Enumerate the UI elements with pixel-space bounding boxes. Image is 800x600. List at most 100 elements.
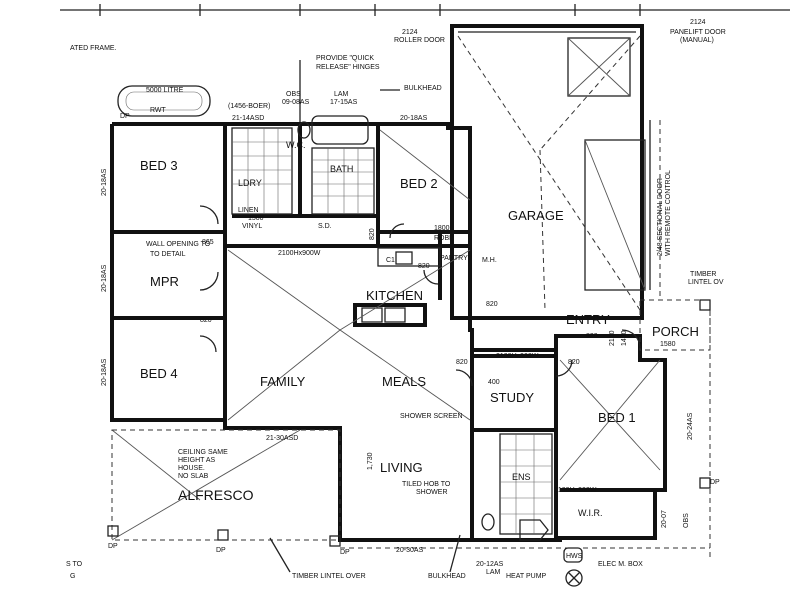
room-meals: MEALS bbox=[382, 374, 426, 389]
note-release: RELEASE" HINGES bbox=[316, 64, 380, 71]
hws-symbol bbox=[563, 547, 583, 563]
note-w2018-l1: 20-18AS bbox=[101, 168, 108, 196]
leader-timber-lintel bbox=[269, 537, 291, 573]
note-sectional: 2/48 SECTIONAL DOOR bbox=[657, 178, 664, 256]
roof-hip-lines bbox=[227, 129, 661, 481]
note-tank: 5000 LITRE bbox=[146, 87, 184, 94]
note-tank2: RWT bbox=[150, 107, 167, 114]
note-roller-no: 2124 bbox=[402, 29, 418, 36]
note-dp-c: DP bbox=[340, 549, 350, 556]
note-lam-size: 17-15AS bbox=[330, 99, 358, 106]
kitchen-bench bbox=[377, 247, 441, 267]
note-tiled: TILED HOB TO bbox=[402, 481, 451, 488]
garage-roof-line bbox=[457, 35, 641, 311]
room-bed2: BED 2 bbox=[400, 176, 438, 191]
note-wall-opening: WALL OPENING TO bbox=[146, 241, 211, 248]
note-w2124: 20-24AS bbox=[687, 412, 694, 440]
garage-car-space-2 bbox=[584, 139, 646, 291]
note-door-size: 21-14ASD bbox=[232, 115, 264, 122]
rainwater-tank bbox=[117, 85, 211, 117]
note-timber-lintel: TIMBER LINTEL OVER bbox=[292, 573, 366, 580]
note-to-detail: TO DETAIL bbox=[150, 251, 186, 258]
room-wc: W.C. bbox=[286, 140, 306, 150]
note-sd: S.D. bbox=[318, 223, 332, 230]
note-820-e: 820 bbox=[568, 359, 580, 366]
room-porch: PORCH bbox=[652, 324, 699, 339]
note-lam-bottom: LAM bbox=[486, 569, 501, 576]
room-mh: M.H. bbox=[482, 257, 497, 264]
note-obs-right: OBS bbox=[683, 513, 690, 528]
note-rh2100c: 2100Hx900W bbox=[554, 487, 597, 494]
note-820-g: 820 bbox=[369, 228, 376, 240]
note-lintel-ov: LINTEL OV bbox=[688, 279, 724, 286]
note-400: 400 bbox=[488, 379, 500, 386]
ensuite-toilet bbox=[481, 513, 495, 531]
room-pantry: PANTRY bbox=[440, 255, 468, 262]
room-alfresco: ALFRESCO bbox=[178, 487, 254, 503]
note-side-s: S TO bbox=[66, 561, 83, 568]
room-ldry: LDRY bbox=[238, 178, 262, 188]
note-820-f: 820 bbox=[586, 333, 598, 340]
note-w2018-l2: 20-18AS bbox=[101, 264, 108, 292]
note-1580: 1580 bbox=[660, 341, 676, 348]
note-lam: LAM bbox=[334, 91, 349, 98]
note-dp-a: DP bbox=[108, 543, 118, 550]
note-bulkhead-bottom: BULKHEAD bbox=[428, 573, 466, 580]
note-820-b: 820 bbox=[418, 263, 430, 270]
room-bed3: BED 3 bbox=[140, 158, 178, 173]
room-entry: ENTRY bbox=[566, 312, 610, 327]
door-swings bbox=[199, 205, 641, 387]
note-w2012: 20-12AS bbox=[476, 561, 504, 568]
note-820-a: 820 bbox=[200, 317, 212, 324]
note-heat-pump: HEAT PUMP bbox=[506, 573, 547, 580]
room-family: FAMILY bbox=[260, 374, 306, 389]
note-dp-e: DP bbox=[710, 479, 720, 486]
kitchen-island bbox=[353, 303, 427, 327]
note-rh2100: 2100Hx900W bbox=[278, 250, 321, 257]
note-820-c: 820 bbox=[486, 301, 498, 308]
room-garage: GARAGE bbox=[508, 208, 564, 223]
room-kitchen: KITCHEN bbox=[366, 288, 423, 303]
note-ceiling3: HOUSE. bbox=[178, 465, 205, 472]
note-vinyl: VINYL bbox=[242, 223, 262, 230]
room-bed4: BED 4 bbox=[140, 366, 178, 381]
note-ceiling4: NO SLAB bbox=[178, 473, 209, 480]
note-provide: PROVIDE "QUICK bbox=[316, 55, 374, 62]
note-w2018-l3: 20-18AS bbox=[101, 358, 108, 386]
note-manual: (MANUAL) bbox=[680, 37, 714, 44]
note-1500: 1500 bbox=[248, 215, 264, 222]
note-roller: ROLLER DOOR bbox=[394, 37, 445, 44]
note-panelift: PANELIFT DOOR bbox=[670, 29, 726, 36]
note-vinyl1800: 1800 bbox=[434, 225, 450, 232]
note-side-g: G bbox=[70, 573, 75, 580]
room-living: LIVING bbox=[380, 460, 423, 475]
note-shower: SHOWER bbox=[416, 489, 448, 496]
garage-walls bbox=[450, 24, 644, 320]
note-shower-screen: SHOWER SCREEN bbox=[400, 413, 463, 420]
note-obs-size: 09-08AS bbox=[282, 99, 310, 106]
bath-tub bbox=[311, 115, 369, 145]
garage-car-space-1 bbox=[567, 37, 631, 97]
room-bed1: BED 1 bbox=[598, 410, 636, 425]
note-timber: TIMBER bbox=[690, 271, 716, 278]
alfresco-outline bbox=[111, 429, 341, 541]
downpipes bbox=[107, 299, 711, 547]
note-2130asd: 21-30ASD bbox=[266, 435, 298, 442]
note-dp-d: DP bbox=[120, 113, 130, 120]
room-wir: W.I.R. bbox=[578, 508, 603, 518]
note-ceiling1: CEILING SAME bbox=[178, 449, 228, 456]
room-study: STUDY bbox=[490, 390, 534, 405]
note-elec: ELEC M. BOX bbox=[598, 561, 643, 568]
note-hws: HWS bbox=[566, 553, 583, 560]
note-obs-door: (1456-BOER) bbox=[228, 103, 270, 110]
note-frame: ATED FRAME. bbox=[70, 45, 117, 52]
note-bulkhead-top: BULKHEAD bbox=[404, 85, 442, 92]
heat-pump-symbol bbox=[565, 569, 583, 587]
ensuite-shower bbox=[519, 519, 549, 541]
note-dp-b: DP bbox=[216, 547, 226, 554]
note-w2018-top: 20-18AS bbox=[400, 115, 428, 122]
house-outer-wall-top bbox=[112, 122, 558, 432]
note-obs: OBS bbox=[286, 91, 301, 98]
